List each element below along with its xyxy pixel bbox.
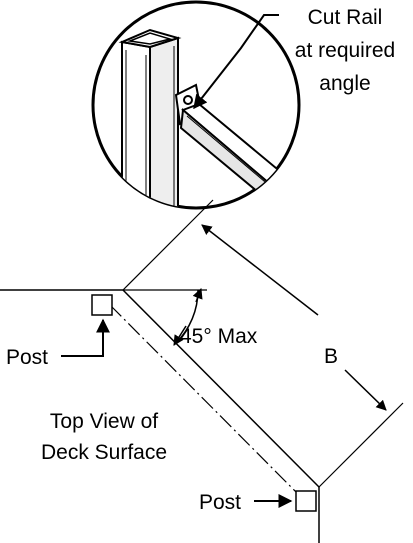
post-upper-square xyxy=(91,294,113,316)
angled-rail-side-face xyxy=(179,108,286,208)
dimension-b-label: B xyxy=(324,345,338,368)
callout-text-line2: at required xyxy=(295,39,395,62)
post-lower-label: Post xyxy=(199,491,241,514)
dimension-line-lower xyxy=(344,369,387,411)
detail-magnifier xyxy=(91,0,301,210)
dimension-b xyxy=(122,199,404,488)
angle-label: 45° Max xyxy=(180,325,258,348)
deck-top-view xyxy=(0,289,320,543)
deck-label-line2: Deck Surface xyxy=(41,441,167,464)
post-upper-label: Post xyxy=(6,346,48,369)
post-top-hole xyxy=(127,32,173,45)
callout-text-line3: angle xyxy=(319,72,370,95)
callout-text-line1: Cut Rail xyxy=(308,6,383,29)
extension-line-top xyxy=(122,199,214,291)
bracket-screw-hole xyxy=(183,95,193,105)
extension-line-bottom xyxy=(318,402,404,488)
post-upper-leader xyxy=(61,318,110,357)
angle-arrow-upper xyxy=(192,288,203,303)
callout-leader-line xyxy=(193,14,279,110)
rail-centerline xyxy=(109,304,302,498)
deck-label-line1: Top View of xyxy=(50,410,158,433)
callout-leader xyxy=(193,14,279,110)
deck-diagonal-edge xyxy=(122,289,320,488)
dimension-line-upper xyxy=(201,224,319,316)
angle-arrow-lower xyxy=(173,325,187,346)
post-lower-square xyxy=(295,490,317,512)
